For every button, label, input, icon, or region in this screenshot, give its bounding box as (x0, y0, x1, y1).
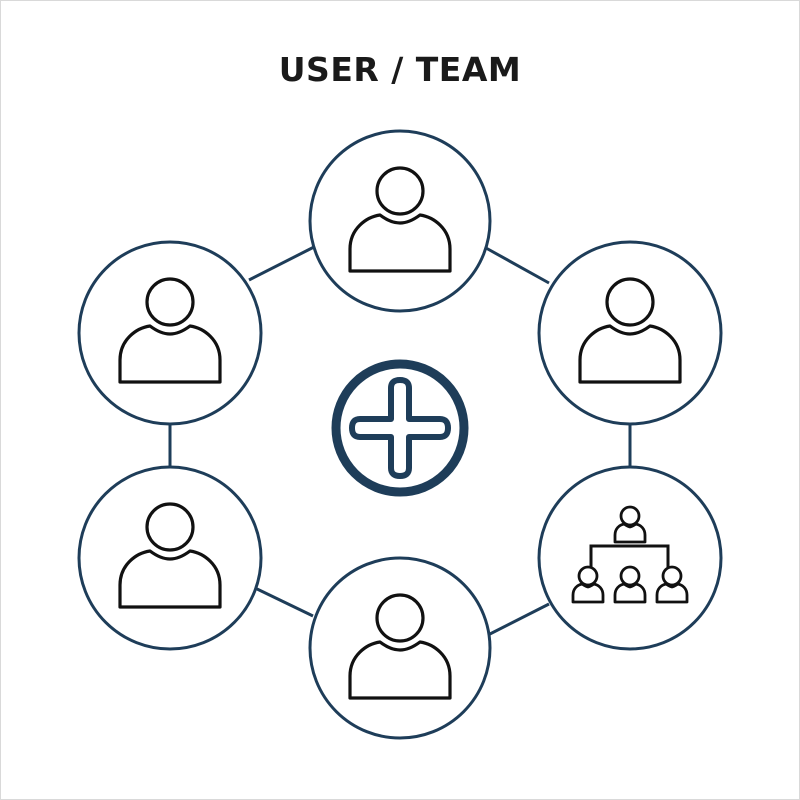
connector-lines (168, 245, 632, 638)
plus-icon (349, 377, 451, 479)
connector-bottom-lower-left (254, 586, 314, 618)
node-lower-right-ring (537, 465, 723, 651)
connector-top-upper-right (485, 246, 550, 285)
connector-upper-left-top (248, 245, 315, 282)
team-icon (571, 505, 689, 604)
center-plus (331, 359, 469, 497)
diagram-title: USER / TEAM (278, 50, 522, 89)
node-top-ring (308, 129, 492, 313)
node-bottom-ring (308, 556, 492, 740)
connector-lower-right-bottom (485, 602, 550, 638)
